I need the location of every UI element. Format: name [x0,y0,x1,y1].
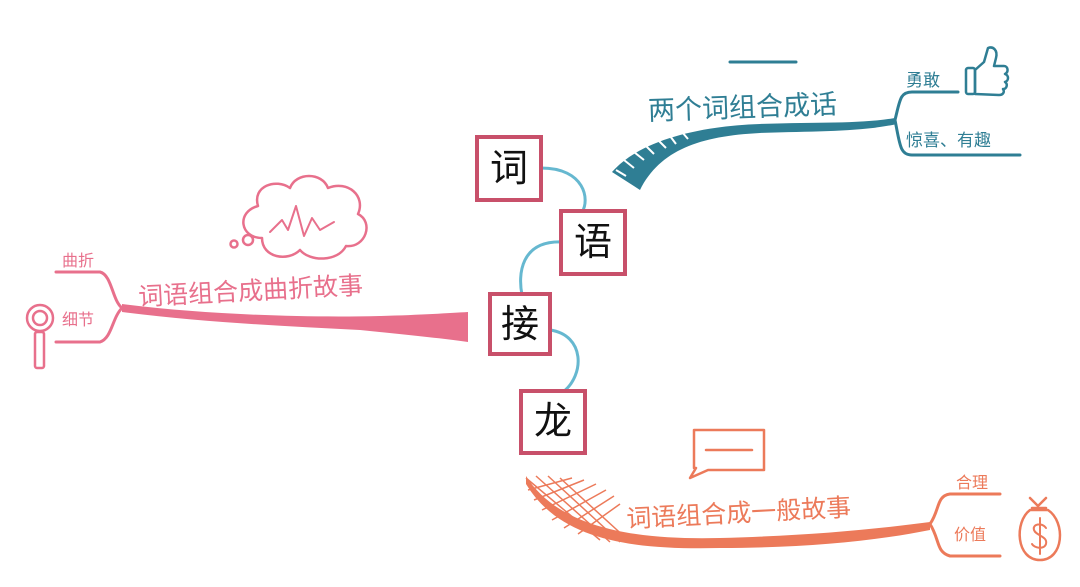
thumbs-up-icon [964,46,1010,97]
pink-branch-trunk [122,304,468,342]
blue-branch-label: 两个词组合成话 [648,89,838,127]
orange-sub-item-1: 合理 [956,473,988,492]
orange-sub-connector [928,492,1002,558]
connector-jie-long [548,328,580,394]
pink-sub-item-2: 细节 [62,310,94,329]
pink-branch-label: 词语组合成曲折故事 [138,271,364,312]
pink-sub-connector [54,270,124,344]
magnifier-icon [25,303,55,370]
branch-pink: 词语组合成曲折故事 曲折 细节 [25,174,468,370]
char-long: 龙 [534,399,572,443]
branch-blue: 两个词组合成话 勇敢 惊喜、有趣 [612,46,1022,190]
blue-branch-hatch [615,131,689,177]
char-box-ci: 词 [475,135,543,202]
char-ci: 词 [490,146,528,190]
thought-cloud-icon [229,174,368,260]
pink-sub-item-1: 曲折 [62,251,94,270]
connector-yu-jie [519,240,565,297]
blue-sub-item-2: 惊喜、有趣 [906,131,991,151]
center-title: 词 语 接 龙 [475,135,627,455]
char-box-jie: 接 [488,292,552,356]
blue-branch-trunk [612,118,897,190]
char-yu: 语 [574,220,612,264]
blue-sub-connector [893,90,1022,157]
branch-orange: 词语组合成一般故事 合理 价值 [525,428,1062,562]
speech-bubble-icon [688,428,766,480]
orange-branch-hatch [525,475,629,543]
char-box-long: 龙 [519,389,587,455]
orange-branch-label: 词语组合成一般故事 [626,493,852,534]
char-jie: 接 [501,302,539,346]
center-connectors [519,166,587,394]
char-box-yu: 语 [559,209,627,276]
connector-ci-yu [539,166,587,214]
money-bag-icon [1018,496,1062,562]
blue-sub-item-1: 勇敢 [906,71,940,91]
orange-sub-item-2: 价值 [954,525,986,544]
